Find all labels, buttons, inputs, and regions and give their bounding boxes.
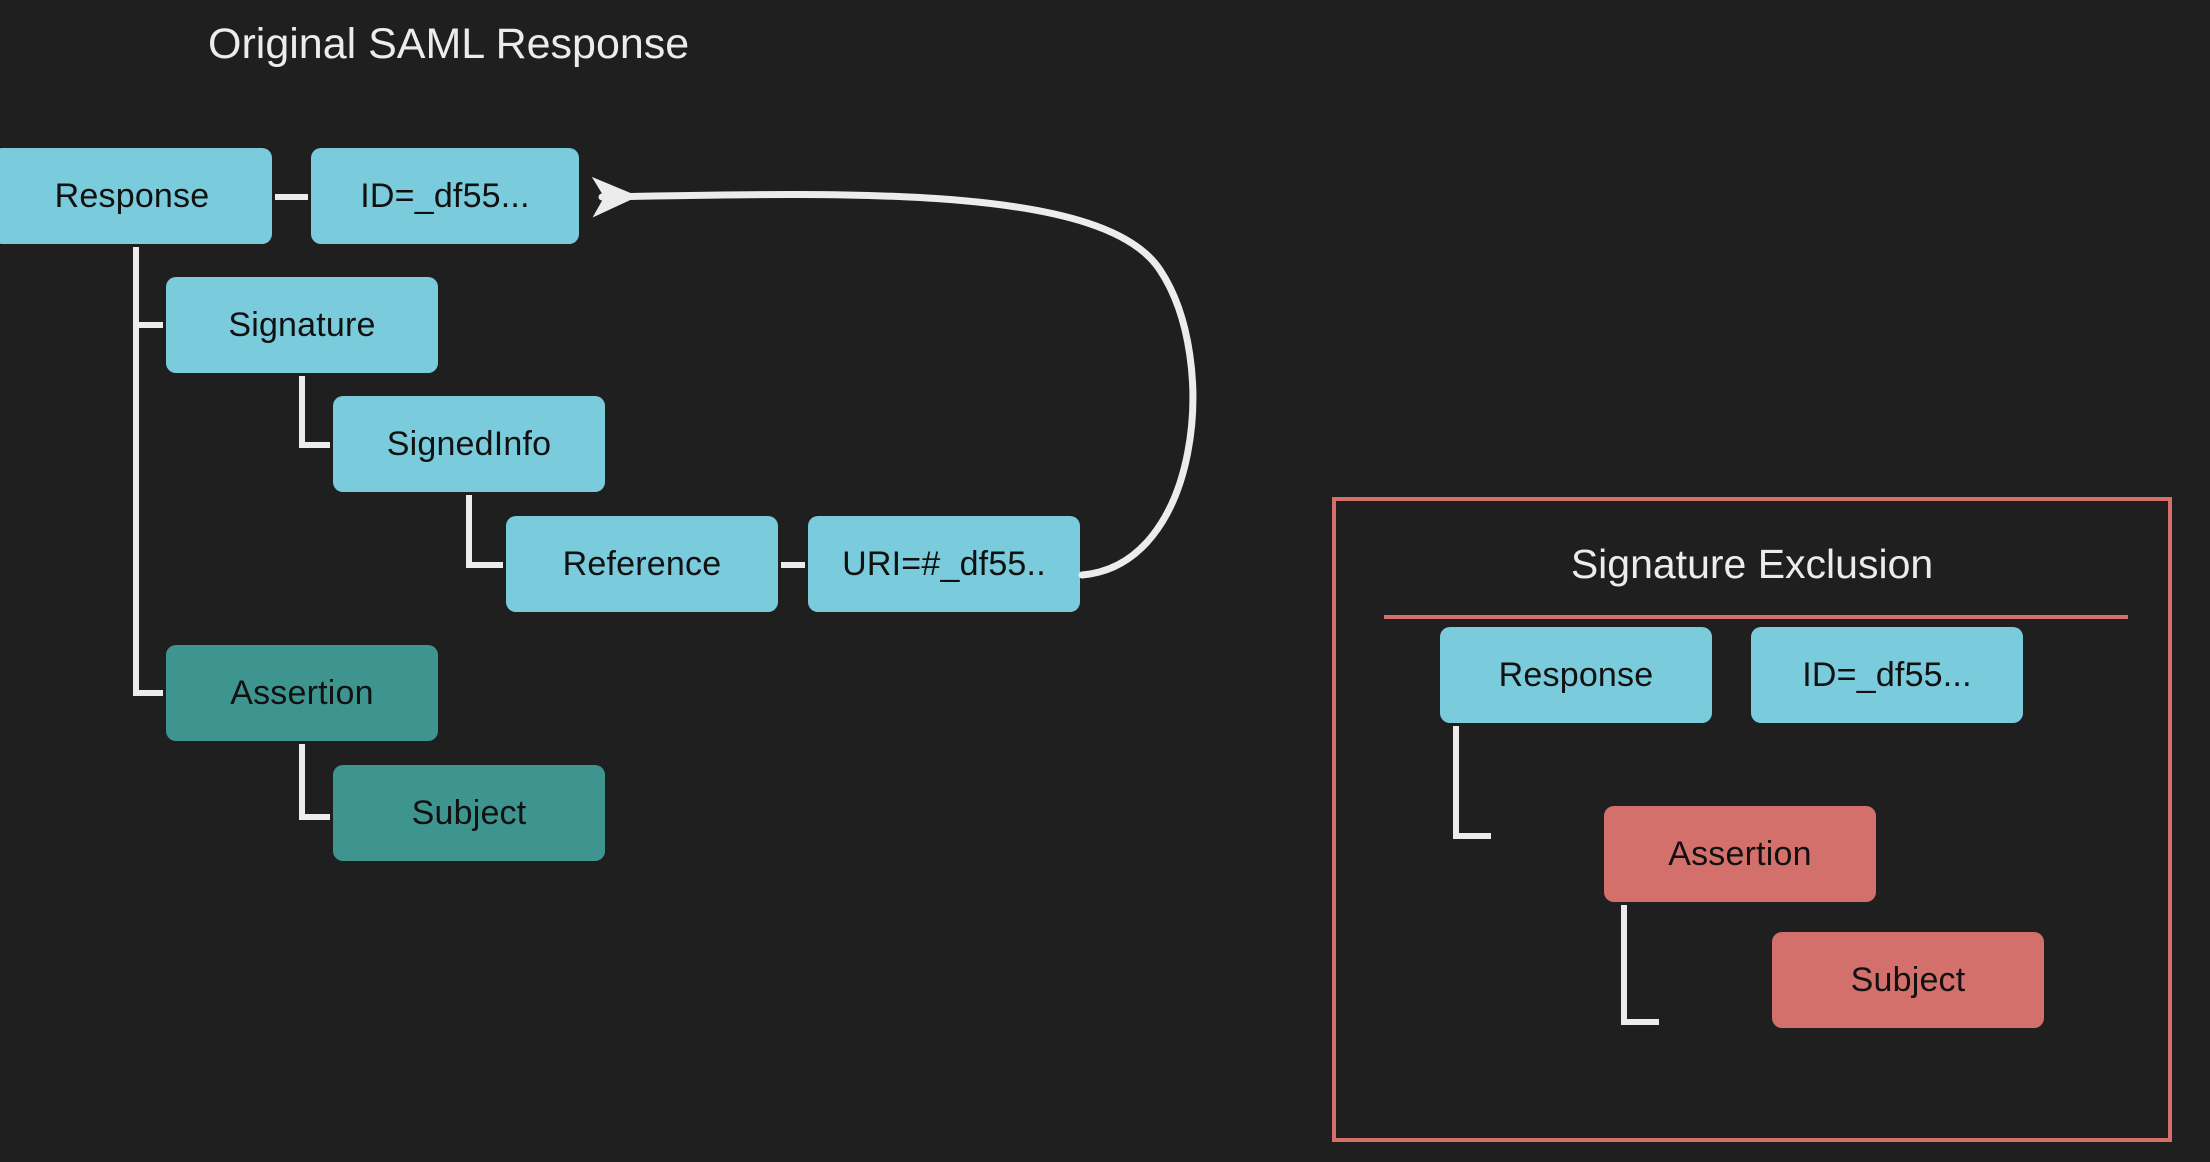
node-response-exclusion[interactable]: Response: [1440, 627, 1712, 723]
edge-signature-to-signedinfo-v: [299, 370, 305, 448]
node-subject-exclusion[interactable]: Subject: [1772, 932, 2044, 1028]
node-assertion[interactable]: Assertion: [166, 645, 438, 741]
edge-response-to-assertion-v-excl: [1453, 719, 1459, 839]
left-diagram-title: Original SAML Response: [208, 20, 690, 68]
edge-response-to-signature: [133, 322, 169, 328]
edge-assertion-to-subject-h-excl: [1621, 1019, 1659, 1025]
edge-assertion-to-subject-v-excl: [1621, 905, 1627, 1025]
node-assertion-exclusion[interactable]: Assertion: [1604, 806, 1876, 902]
node-response[interactable]: Response: [0, 148, 272, 244]
edge-assertion-to-subject-v: [299, 702, 305, 820]
edge-reference-to-uri: [775, 562, 809, 568]
edge-signedinfo-to-reference-h: [466, 562, 510, 568]
edge-response-trunk: [133, 232, 139, 696]
edge-signature-to-signedinfo-h: [299, 442, 339, 448]
edge-response-to-assertion-h-excl: [1453, 833, 1491, 839]
node-signedinfo[interactable]: SignedInfo: [333, 396, 605, 492]
node-uri-attribute[interactable]: URI=#_df55..: [808, 516, 1080, 612]
node-id-attribute-exclusion[interactable]: ID=_df55...: [1751, 627, 2023, 723]
panel-divider: [1384, 615, 2128, 619]
node-signature[interactable]: Signature: [166, 277, 438, 373]
edge-response-to-assertion: [133, 690, 169, 696]
node-subject[interactable]: Subject: [333, 765, 605, 861]
panel-title: Signature Exclusion: [1570, 541, 1934, 587]
node-reference[interactable]: Reference: [506, 516, 778, 612]
node-id-attribute[interactable]: ID=_df55...: [311, 148, 579, 244]
edge-signedinfo-to-reference-v: [466, 490, 472, 568]
edge-assertion-to-subject-h: [299, 814, 335, 820]
edge-response-to-id: [270, 194, 314, 200]
signature-exclusion-panel: Signature Exclusion Response ID=_df55...…: [1332, 497, 2172, 1142]
